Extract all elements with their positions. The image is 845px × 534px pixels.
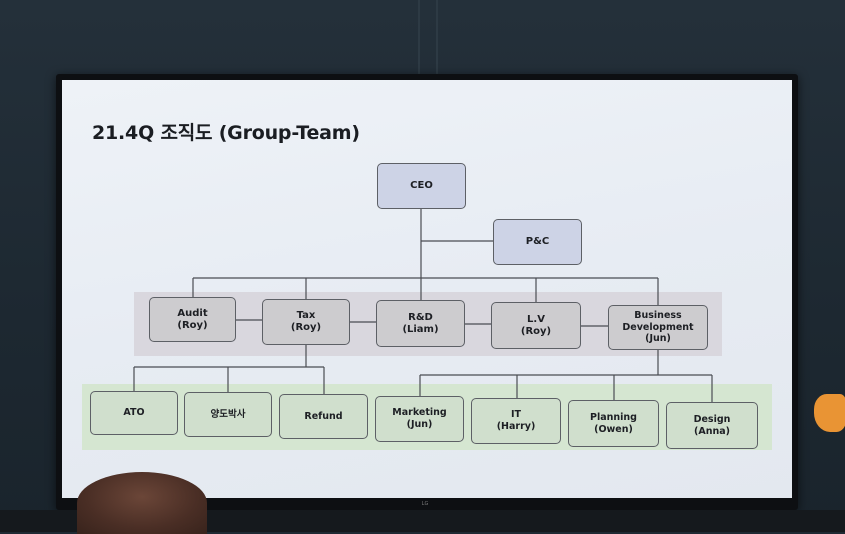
team-box-ato: ATO <box>90 391 178 435</box>
ceo-box: CEO <box>377 163 466 209</box>
floor-shadow <box>0 510 845 532</box>
group-box-tax: Tax (Roy) <box>262 299 350 345</box>
group-box-rnd: R&D (Liam) <box>376 300 465 347</box>
presenter-hand <box>814 394 845 432</box>
team-box-refund: Refund <box>279 394 368 439</box>
tv-brand-logo: LG <box>421 501 429 507</box>
wall-panel-seam <box>418 0 420 80</box>
slide-title: 21.4Q 조직도 (Group-Team) <box>92 122 360 144</box>
team-box-design: Design (Anna) <box>666 402 758 449</box>
audience-head <box>77 472 207 534</box>
wall-panel-seam <box>436 0 438 80</box>
team-box-it: IT (Harry) <box>471 398 561 444</box>
group-box-lv: L.V (Roy) <box>491 302 581 349</box>
pc-box: P&C <box>493 219 582 265</box>
team-box-marketing: Marketing (Jun) <box>375 396 464 442</box>
team-box-yangdo-baksa: 양도박사 <box>184 392 272 437</box>
group-box-audit: Audit (Roy) <box>149 297 236 342</box>
team-box-planning: Planning (Owen) <box>568 400 659 447</box>
group-box-business-development: Business Development (Jun) <box>608 305 708 350</box>
